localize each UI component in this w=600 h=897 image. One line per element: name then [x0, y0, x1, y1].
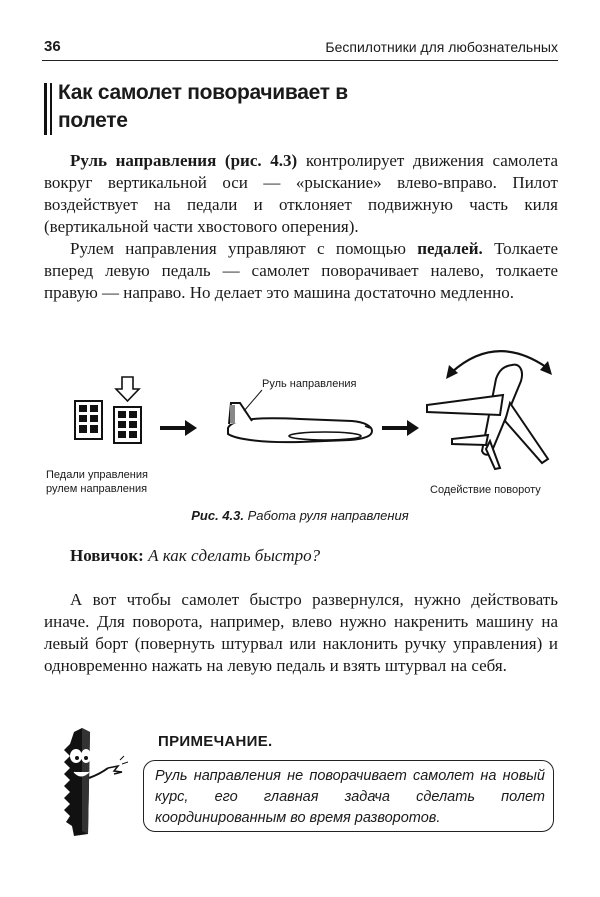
flow-arrow-icon [160, 420, 197, 436]
airplane-top-icon [426, 363, 550, 471]
note-text: Руль направления не поворачивает самолет… [155, 768, 545, 826]
term-pedals: педалей. [417, 239, 483, 258]
dialog-speaker: Новичок: [70, 546, 144, 565]
pedal-right-icon [113, 406, 142, 444]
paragraph-rudder-text: контролирует движения самолета вокруг ве… [44, 151, 559, 236]
figure-caption-number: Рис. 4.3. [191, 508, 245, 523]
rudder-leader-line [243, 389, 263, 412]
label-turn: Содействие повороту [430, 484, 541, 496]
paragraph-pedals: Рулем направления управляют с помощью пе… [44, 238, 558, 304]
running-header-title: Беспилотники для любознательных [325, 39, 558, 55]
label-rudder: Руль направления [262, 378, 357, 390]
label-pedals-line2: рулем направления [46, 483, 147, 495]
section-marker [44, 83, 47, 135]
note-title: ПРИМЕЧАНИЕ. [158, 733, 273, 750]
section-marker-thin [50, 83, 52, 135]
paragraph-rudder: Руль направления (рис. 4.3) контролирует… [44, 150, 558, 238]
dialog-question-text: А как сделать быстро? [143, 546, 321, 565]
term-rudder: Руль направления [70, 151, 217, 170]
label-pedals-line1: Педали управления [46, 469, 148, 481]
header-rule [42, 60, 558, 61]
section-title: Как самолет поворачивает в полете [58, 81, 348, 132]
figure-rudder-operation: Педали управления рулем направления Руль… [46, 350, 552, 496]
rudder-highlight [230, 405, 235, 423]
paragraph-pedals-text-before: Рулем направления управляют с помощью [70, 239, 418, 258]
paragraph-pedals-text-after: Толкаете вперед левую педаль — самолет п… [44, 239, 558, 302]
note-box [143, 760, 554, 832]
flow-arrow-icon [382, 420, 419, 436]
figure-reference: (рис. 4.3) [224, 151, 298, 170]
dialog-question: Новичок: А как сделать быстро? [70, 546, 320, 566]
pedal-left-icon [74, 400, 103, 440]
page-number: 36 [44, 38, 61, 55]
mascot-icon [64, 728, 129, 836]
airplane-side-icon [227, 402, 374, 444]
yaw-arrow-icon [446, 350, 552, 379]
figure-caption-text: Работа руля направления [244, 508, 409, 523]
press-arrow-icon [114, 376, 141, 403]
figure-caption: Рис. 4.3. Работа руля направления [0, 508, 600, 523]
paragraph-fast-turn: А вот чтобы самолет быстро развернулся, … [44, 590, 558, 675]
